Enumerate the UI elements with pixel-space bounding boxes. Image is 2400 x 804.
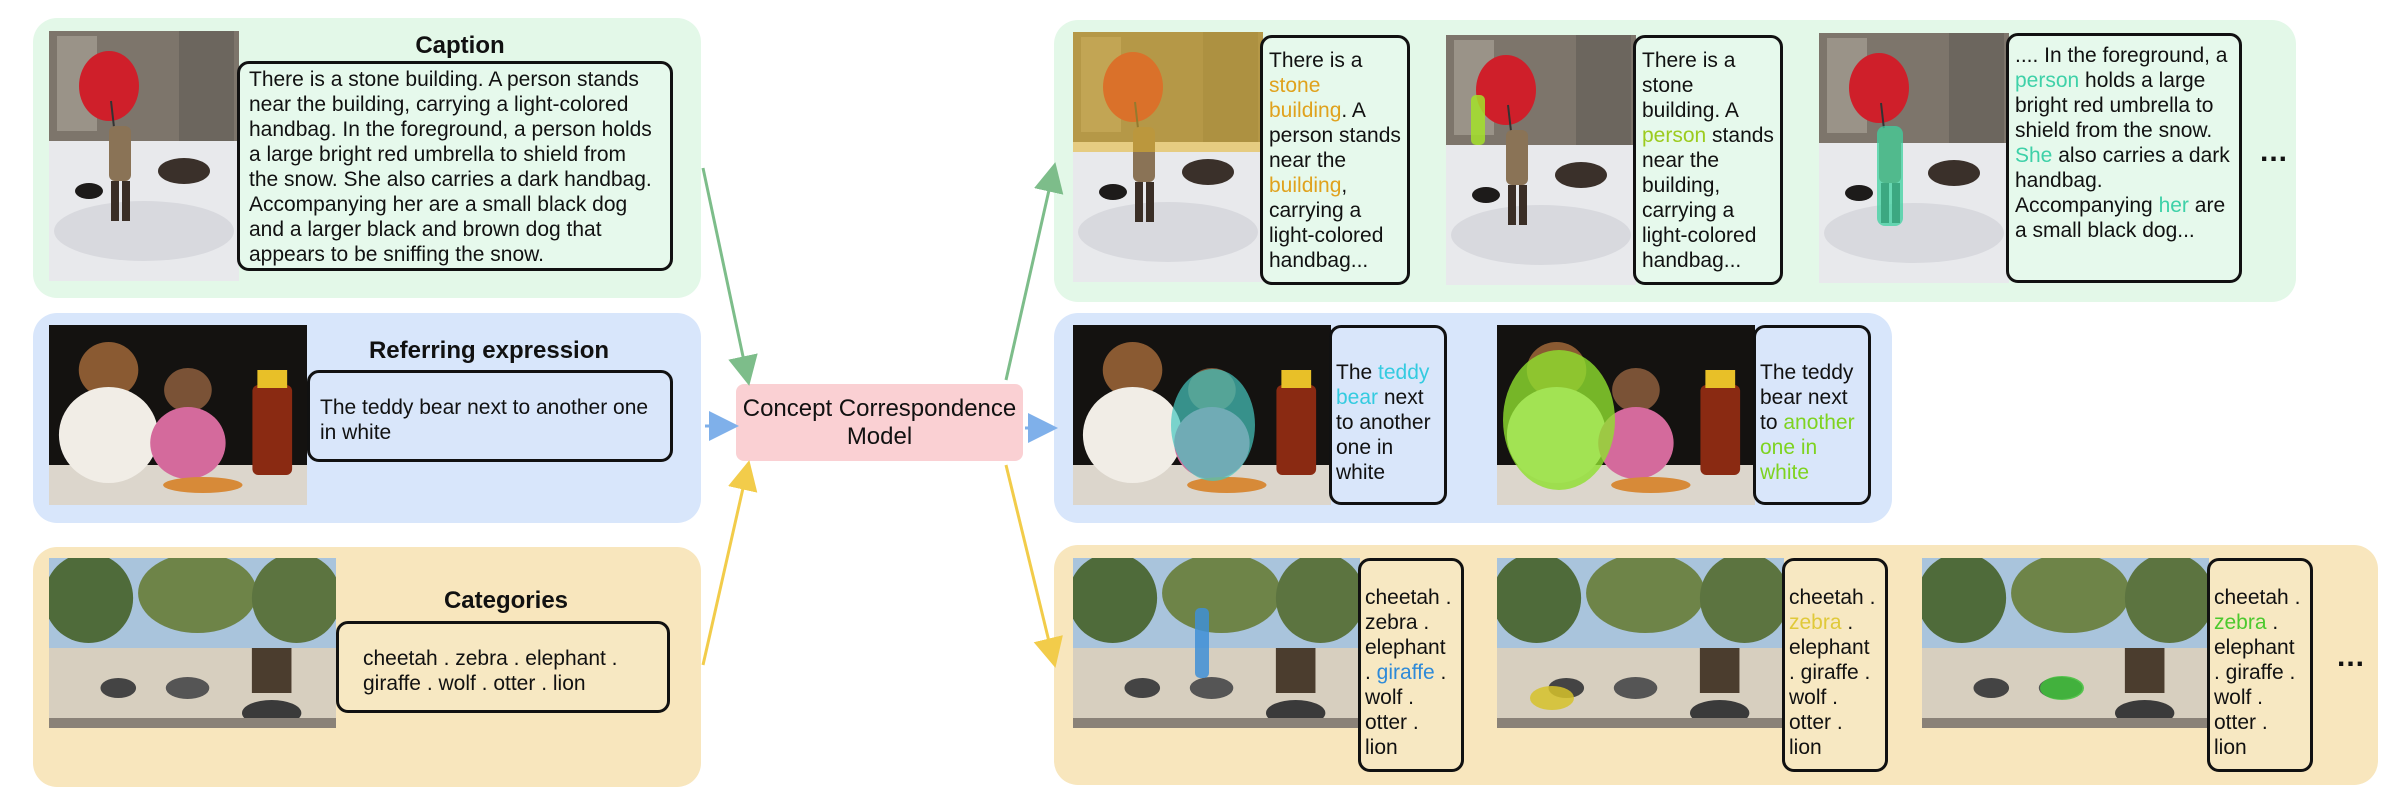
caption-output-text-1: There is a stone building. A person stan…: [1260, 35, 1410, 285]
arrow-categories-to-model: [701, 460, 758, 666]
categories-output-photo-3: [1922, 558, 2209, 728]
text-segment: There is a stone building. A: [1642, 49, 1738, 122]
referring-output-photo-2: [1497, 325, 1755, 505]
categories-output-photo-1: [1073, 558, 1360, 728]
categories-text: cheetah . zebra . elephant . giraffe . w…: [363, 647, 618, 695]
text-segment: . A person stands near the: [1269, 99, 1401, 172]
text-segment: .... In the foreground, a: [2015, 44, 2228, 67]
text-segment: cheetah .: [2214, 586, 2301, 609]
caption-output-photo-2: [1446, 35, 1636, 285]
text-segment: holds a large bright red umbrella to shi…: [2015, 69, 2214, 142]
categories-output-text-1-content: cheetah . zebra . elephant . giraffe . w…: [1365, 586, 1451, 759]
caption-output-text-2: There is a stone building. A person stan…: [1633, 35, 1783, 285]
text-segment: next to another one in white: [1336, 386, 1431, 484]
caption-output-photo-1: [1073, 32, 1263, 282]
referring-heading: Referring expression: [368, 337, 610, 364]
highlighted-phrase: teddy bear: [1336, 361, 1430, 409]
categories-more-ellipsis: ...: [2337, 640, 2366, 673]
referring-text-box: The teddy bear next to another one in wh…: [307, 370, 673, 462]
categories-heading: Categories: [443, 587, 569, 614]
text-segment: cheetah . zebra . elephant .: [1365, 586, 1452, 684]
categories-output-text-2-content: cheetah . zebra . elephant . giraffe . w…: [1789, 586, 1875, 759]
text-segment: , carrying a light-colored handbag...: [1269, 174, 1384, 272]
model-label: Concept Correspondence Model: [742, 394, 1017, 450]
text-segment: cheetah .: [1789, 586, 1876, 609]
referring-output-text-2-content: The teddy bear next to another one in wh…: [1760, 361, 1855, 484]
text-segment: The: [1336, 361, 1379, 384]
referring-output-text-2: The teddy bear next to another one in wh…: [1753, 325, 1871, 505]
text-segment: are a small black dog...: [2015, 194, 2226, 242]
caption-heading: Caption: [415, 32, 505, 59]
text-segment: . elephant . giraffe . wolf . otter . li…: [1789, 611, 1871, 759]
arrow-caption-to-model: [701, 167, 758, 386]
highlighted-phrase: person: [1642, 124, 1707, 147]
referring-output-text-1: The teddy bear next to another one in wh…: [1329, 325, 1447, 505]
categories-output-text-3-content: cheetah . zebra . elephant . giraffe . w…: [2214, 586, 2300, 759]
categories-output-photo-2: [1497, 558, 1784, 728]
highlighted-phrase: zebra: [1789, 611, 1842, 634]
highlighted-phrase: zebra: [2214, 611, 2267, 634]
referring-output-photo-1: [1073, 325, 1331, 505]
text-segment: . elephant . giraffe . wolf . otter . li…: [2214, 611, 2296, 759]
caption-output-text-3: .... In the foreground, a person holds a…: [2006, 33, 2242, 283]
concept-correspondence-model-box: Concept Correspondence Model: [736, 384, 1023, 461]
text-segment: also carries a dark handbag. Accompanyin…: [2015, 144, 2230, 217]
text-segment: . wolf . otter . lion: [1365, 661, 1447, 759]
categories-output-text-3: cheetah . zebra . elephant . giraffe . w…: [2207, 558, 2313, 772]
highlighted-phrase: another one in white: [1760, 411, 1855, 484]
highlighted-phrase: person: [2015, 69, 2080, 92]
caption-text-box: There is a stone building. A person stan…: [237, 61, 673, 271]
highlighted-phrase: stone building: [1269, 74, 1342, 122]
caption-output-text-3-content: .... In the foreground, a person holds a…: [2015, 44, 2230, 242]
categories-output-text-1: cheetah . zebra . elephant . giraffe . w…: [1358, 558, 1464, 772]
categories-output-text-2: cheetah . zebra . elephant . giraffe . w…: [1782, 558, 1888, 772]
text-segment: The teddy bear next to: [1760, 361, 1854, 434]
arrow-model-to-caption-output: [1004, 162, 1064, 381]
caption-output-photo-3: [1819, 33, 2009, 283]
caption-output-text-1-content: There is a stone building. A person stan…: [1269, 49, 1401, 272]
referring-text: The teddy bear next to another one in wh…: [320, 396, 649, 444]
highlighted-phrase: She: [2015, 144, 2053, 167]
caption-output-text-2-content: There is a stone building. A person stan…: [1642, 49, 1774, 272]
text-segment: There is a: [1269, 49, 1363, 72]
text-segment: stands near the building, carrying a lig…: [1642, 124, 1774, 272]
referring-output-text-1-content: The teddy bear next to another one in wh…: [1336, 361, 1431, 484]
highlighted-phrase: her: [2158, 194, 2189, 217]
caption-text: There is a stone building. A person stan…: [249, 68, 652, 266]
caption-more-ellipsis: ...: [2260, 135, 2289, 168]
categories-text-box: cheetah . zebra . elephant . giraffe . w…: [336, 621, 670, 713]
highlighted-phrase: building: [1269, 174, 1342, 197]
highlighted-phrase: giraffe: [1376, 661, 1435, 684]
arrow-model-to-categories-output: [1004, 464, 1063, 668]
